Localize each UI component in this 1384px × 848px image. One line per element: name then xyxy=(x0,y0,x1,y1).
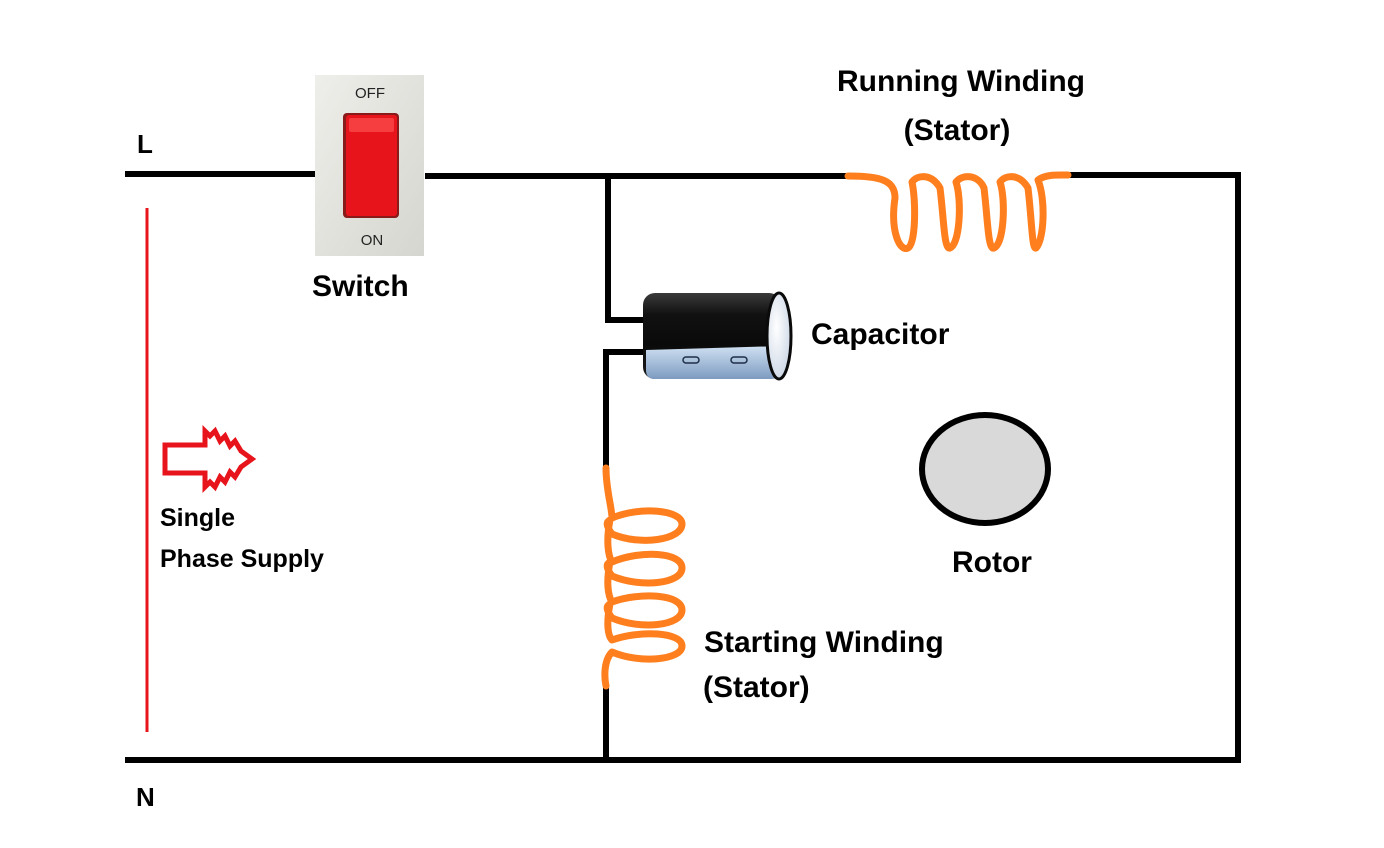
starting-winding-label-line1: Starting Winding xyxy=(704,626,944,659)
capacitor-marking-2 xyxy=(730,356,748,364)
rotor-shape xyxy=(919,412,1051,526)
capacitor-label: Capacitor xyxy=(811,318,950,351)
capacitor-marking-1 xyxy=(682,356,700,364)
supply-label-line2: Phase Supply xyxy=(160,545,324,573)
switch-off-text: OFF xyxy=(355,85,385,102)
running-winding-label-line2: (Stator) xyxy=(904,114,1011,147)
switch-rocker[interactable] xyxy=(346,115,397,216)
starting-winding-label-line2: (Stator) xyxy=(703,671,810,704)
running-winding-coil xyxy=(844,171,1072,252)
running-winding-label-line1: Running Winding xyxy=(837,65,1085,98)
switch-on-text: ON xyxy=(361,232,384,249)
supply-label-line1: Single xyxy=(160,504,235,532)
neutral-terminal-label: N xyxy=(136,782,155,812)
capacitor-sleeve-band xyxy=(646,346,781,379)
rocker-switch[interactable]: OFF ON xyxy=(315,75,424,256)
line-terminal-label: L xyxy=(137,129,153,159)
capacitor xyxy=(643,291,793,381)
wires xyxy=(125,171,1241,763)
capacitor-end-rim xyxy=(765,291,793,381)
rotor-label: Rotor xyxy=(952,546,1032,579)
starting-winding-coil xyxy=(601,464,686,690)
supply-arrow-icon xyxy=(162,424,257,494)
switch-rocker-highlight xyxy=(349,118,394,132)
switch-label: Switch xyxy=(312,270,409,303)
capacitor-end-cap xyxy=(767,293,791,379)
